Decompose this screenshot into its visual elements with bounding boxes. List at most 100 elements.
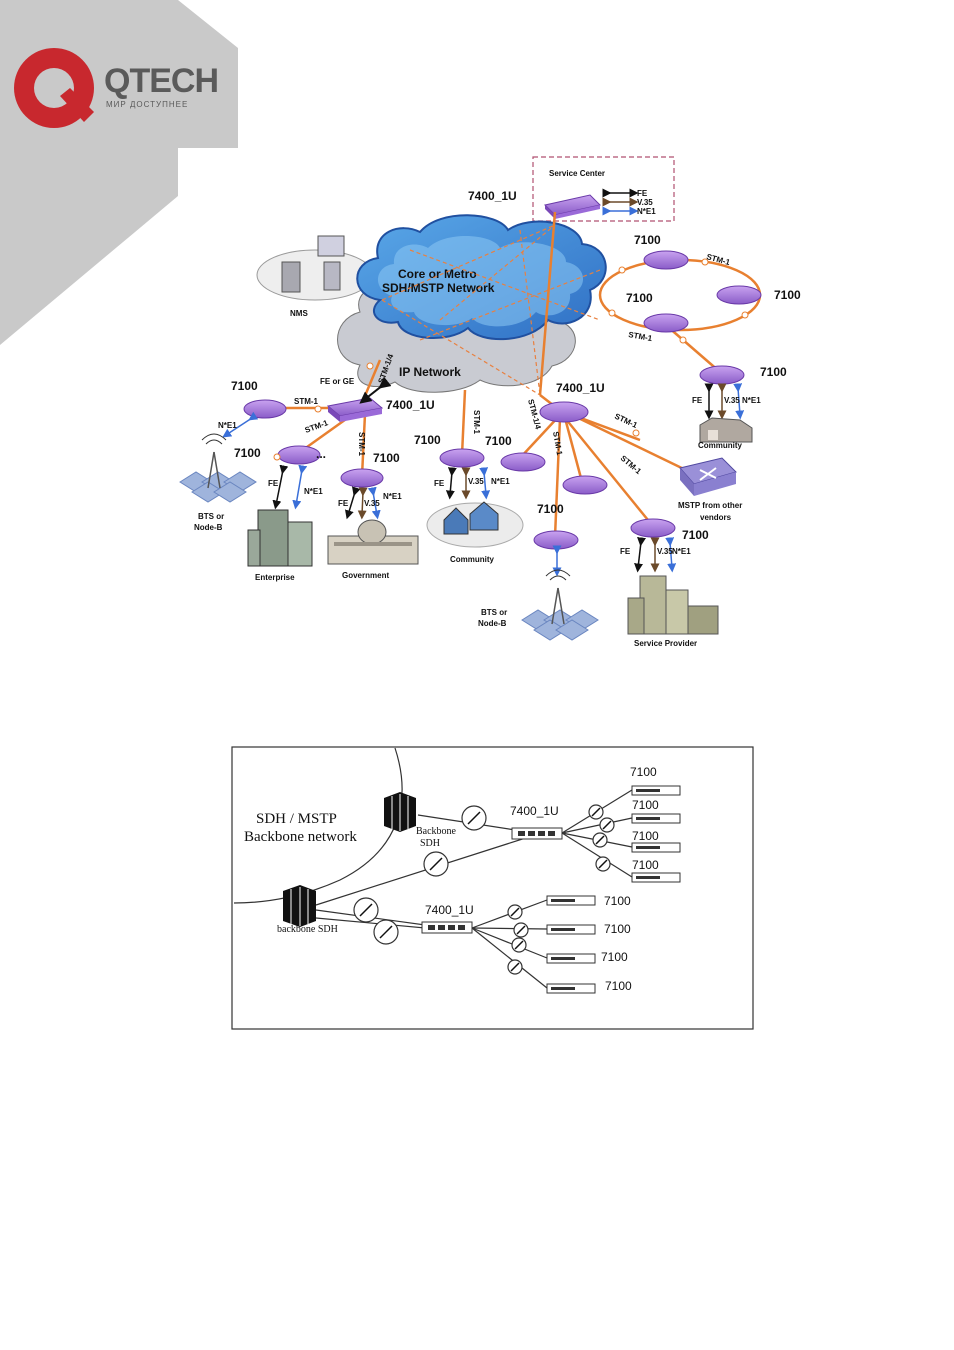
label-7100-upper-4: 7100 [632,858,659,872]
mstp-other-vendor-icon [679,457,737,496]
device-7400-upper-label: 7400_1U [510,804,559,818]
community-center-label: Community [450,555,495,564]
label-7100-service-provider: 7100 [682,528,709,542]
government-label: Government [342,571,389,580]
service-center-label: Service Center [549,169,605,178]
node-7100-enterprise [277,445,321,465]
mstp-other-label-1: MSTP from other [678,501,742,510]
label-7100-government: 7100 [373,451,400,465]
ne1-label-community-center: N*E1 [491,477,510,486]
device-7400-upper [511,827,563,840]
fe-link-community-center [445,467,457,500]
fe-label-service-provider: FE [620,547,631,556]
service-provider-label: Service Provider [634,639,697,648]
ring-label-7100-a: 7100 [634,233,661,247]
v35-label-service-provider: V.35 [657,547,673,556]
label-7100-lower-2: 7100 [604,922,631,936]
backbone-sdh-label-2: SDH [420,838,440,849]
bts-bottom-icon [521,569,599,641]
device-7400-lower-label: 7400_1U [425,903,474,917]
backbone-sdh-icon-lower [283,885,316,927]
backbone-sdh-lower-label: backbone SDH [277,924,338,935]
nms-platform [256,249,374,301]
community-right-links [704,383,745,420]
fe-label-government: FE [338,499,349,508]
ne1-link-bts-left [222,411,259,438]
node-7100-mid-b [562,475,608,495]
stm1-left: STM-1 [294,397,319,406]
service-provider-building-icon [627,575,719,635]
device-7400-right [539,401,589,423]
fe-or-ge-label: FE or GE [320,377,355,386]
bts-bottom-label-2: Node-B [478,619,507,628]
ne1-label-government: N*E1 [383,492,402,501]
enterprise-building-icon [247,509,313,567]
device-7400-label-top: 7400_1U [468,189,517,203]
ring-label-7100-d: 7100 [760,365,787,379]
network-topology-diagram: Service Center FE V.35 N*E1 7400_1U NMS … [179,156,801,648]
community-right-building-icon [699,417,753,443]
node-7100-bottom-bts [533,530,579,550]
device-7400-lower [421,921,473,934]
devices-7100-lower [546,895,596,994]
devices-7100-upper [631,785,681,883]
label-7100-upper-2: 7100 [632,798,659,812]
nms-label: NMS [290,309,308,318]
stm1-government: STM-1 [357,432,366,457]
backbone-topology-diagram: SDH / MSTP Backbone network Backbone SDH… [231,746,754,1030]
header-gray-band-inner [178,48,238,148]
node-7100-service-provider [630,518,676,538]
legend-fe: FE [637,189,648,198]
enterprise-label: Enterprise [255,573,295,582]
government-building-icon [327,519,419,565]
node-7100-community-center [439,448,485,468]
logo-wordmark: QTECH [104,62,219,100]
ne1-link-government [367,486,381,520]
ne1-link-enterprise [292,464,308,510]
dots-label: ... [316,447,326,461]
label-7100-mid-a: 7100 [485,434,512,448]
nms-server-icon [281,235,345,293]
backbone-network-label-1: SDH / MSTP [256,811,337,827]
service-center-box [532,156,675,222]
fe-label-community-center: FE [434,479,445,488]
ne1-label-enterprise: N*E1 [304,487,323,496]
label-7100-upper-1: 7100 [630,765,657,779]
stm1-right-c: STM-1 [551,431,564,457]
ring-label-7100-b: 7100 [626,291,653,305]
label-7100-lower-4: 7100 [605,979,632,993]
link-port-markers [273,258,749,461]
ring-7100-nodes [643,250,762,385]
bts-left-label-1: BTS or [198,512,224,521]
community-right-label: Community [698,441,743,450]
stm1-center: STM-1 [472,410,481,435]
label-7100-bottom-bts: 7100 [537,502,564,516]
label-7100-lower-3: 7100 [601,950,628,964]
qtech-logo-icon [14,48,94,128]
backbone-network-label-2: Backbone network [244,829,357,845]
bts-bottom-label-1: BTS or [481,608,507,617]
antenna-node-arrows [359,807,612,972]
stm1-right-b: STM-1 [619,454,644,477]
label-7100-community-a: 7100 [414,433,441,447]
ne1-link-service-provider [665,537,677,573]
backbone-sdh-icon-upper [384,792,416,832]
device-7400-label-right: 7400_1U [556,381,605,395]
service-center-7400-device [544,194,601,219]
community-center-houses-icon [443,501,499,535]
label-7100-lower-1: 7100 [604,894,631,908]
fe-link-enterprise [272,464,289,510]
ring-label-7100-c: 7100 [774,288,801,302]
service-center-legend: FE V.35 N*E1 [602,188,656,216]
label-7100-left: 7100 [231,379,258,393]
node-7100-government [340,468,384,488]
device-7400-label-left: 7400_1U [386,398,435,412]
core-network-label-1: Core or Metro [398,267,477,281]
core-dashed-paths [381,224,601,396]
legend-ne1: N*E1 [637,207,656,216]
label-7100-enterprise: 7100 [234,446,261,460]
bts-left-icon [179,433,257,503]
v35-label-right: V.35 [724,396,740,405]
legend-v35: V.35 [637,198,653,207]
